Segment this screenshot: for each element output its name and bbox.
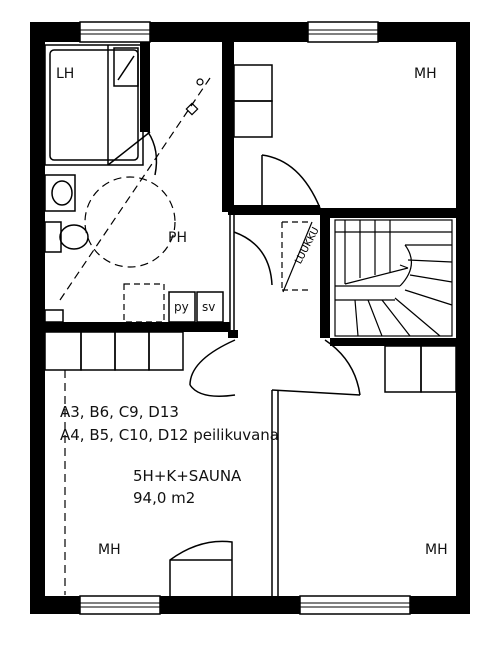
apartment-type: 5H+K+SAUNA xyxy=(133,467,242,485)
sink xyxy=(44,174,76,212)
room-label-ph: PH xyxy=(168,230,187,246)
fixture-label-py: py xyxy=(174,300,189,314)
hatch-diagonal xyxy=(282,221,313,293)
dashed-lines xyxy=(59,77,211,595)
utility-dashes xyxy=(123,221,310,323)
apartment-area: 94,0 m2 xyxy=(133,489,196,507)
staircase xyxy=(334,219,453,337)
utility-boxes xyxy=(168,291,224,323)
room-label-mh-bottom-right: MH xyxy=(425,542,448,558)
outer-walls xyxy=(30,22,470,614)
floor-drain xyxy=(44,309,64,323)
room-label-mh-top-right: MH xyxy=(414,66,437,82)
toilet xyxy=(44,221,89,253)
fixture-label-sv: sv xyxy=(202,300,216,314)
stair-arrow-icon xyxy=(344,264,409,285)
hall-doors xyxy=(169,154,361,598)
wardrobes-left xyxy=(44,331,184,371)
wardrobes-right xyxy=(384,345,457,393)
room-label-lh: LH xyxy=(56,66,75,82)
valve-icon xyxy=(185,78,204,116)
bathroom-door xyxy=(107,131,158,176)
wardrobes-top xyxy=(233,64,273,138)
windows xyxy=(79,21,411,615)
apartment-types-line1: A3, B6, C9, D13 xyxy=(60,403,179,421)
apartment-types-line2: A4, B5, C10, D12 peilikuvana xyxy=(60,426,279,444)
thin-walls xyxy=(229,215,279,596)
bathtub xyxy=(44,44,144,166)
interior-walls xyxy=(45,42,456,346)
room-label-mh-bottom-left: MH xyxy=(98,542,121,558)
